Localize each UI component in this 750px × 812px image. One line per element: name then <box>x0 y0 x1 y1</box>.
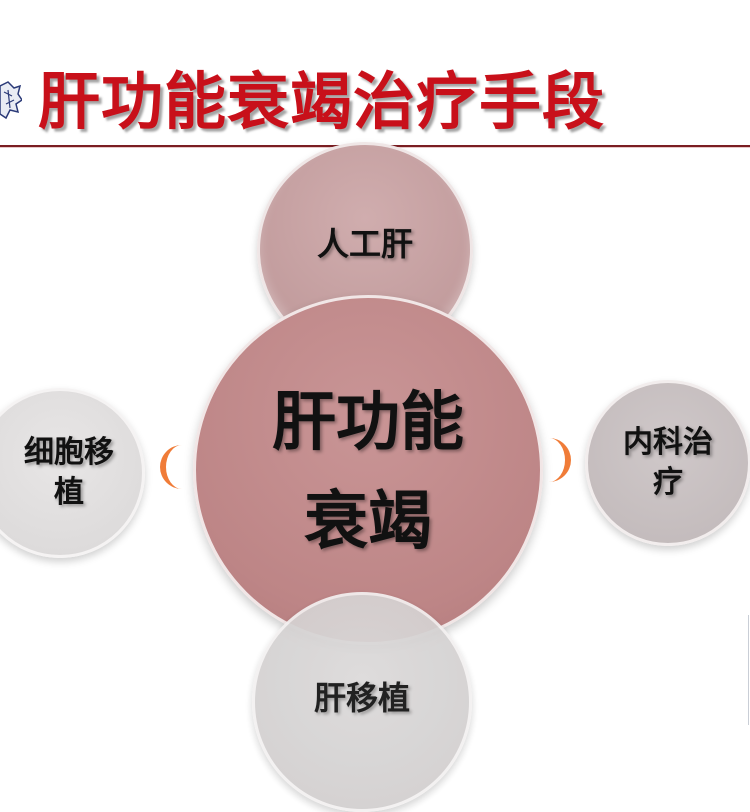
emblem-icon <box>0 78 24 122</box>
crescent-right-icon <box>545 438 571 482</box>
node-label-line: 内科治 <box>623 424 713 460</box>
edge-divider <box>748 615 749 725</box>
node-cell-transplant: 细胞移 植 <box>0 388 145 558</box>
crescent-left-icon <box>160 445 186 489</box>
node-label-line: 肝功能 <box>272 385 464 460</box>
node-label: 细胞移 植 <box>6 433 114 514</box>
node-label-line: 疗 <box>653 465 683 500</box>
node-label: 肝移植 <box>313 679 410 718</box>
page-title: 肝功能衰竭治疗手段 <box>38 65 606 138</box>
node-label-line: 植 <box>54 475 84 510</box>
node-label: 内科治 疗 <box>623 423 713 504</box>
node-label: 肝功能 衰竭 <box>272 374 464 572</box>
node-liver-failure: 肝功能 衰竭 <box>193 295 543 645</box>
node-label-line: 衰竭 <box>304 485 432 559</box>
node-liver-transplant: 肝移植 <box>252 592 472 812</box>
node-label: 人工肝 <box>316 225 413 264</box>
node-label-line: 细胞移 <box>24 434 114 470</box>
node-medical-treatment: 内科治 疗 <box>585 380 750 546</box>
